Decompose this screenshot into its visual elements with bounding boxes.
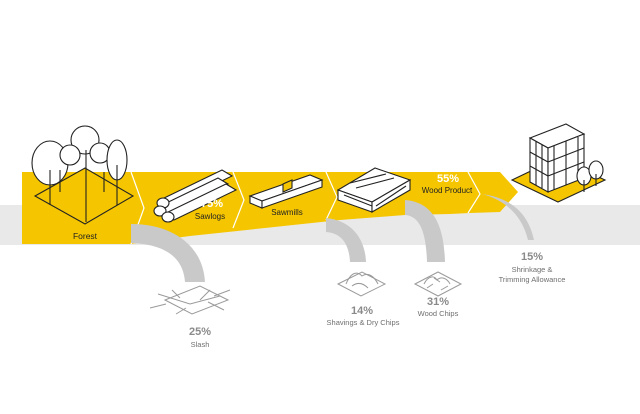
logs-icon (153, 169, 238, 223)
building-icon (510, 123, 607, 203)
shrinkage-label-line1: Shrinkage & (511, 265, 553, 274)
wood-product-percent: 55% (436, 173, 460, 185)
sawmills-label: Sawmills (271, 208, 303, 217)
forest-label: Forest (72, 231, 98, 241)
branches-icon (149, 285, 231, 315)
slash-label: Slash (190, 340, 210, 349)
forest-icon (31, 125, 135, 225)
wood-product-label: Wood Product (421, 186, 473, 195)
shavings-percent: 14% (350, 305, 374, 317)
slash-arc (131, 224, 205, 282)
shrinkage-arc (482, 194, 534, 240)
shavings-icon (336, 271, 387, 297)
waste-arcs (131, 194, 534, 282)
shrinkage-label-line2: Trimming Allowance (498, 275, 566, 284)
wood-chips-icon (413, 271, 463, 297)
saw-icon (248, 174, 324, 209)
shrinkage-percent: 15% (520, 251, 544, 263)
wood-chips-arc (405, 200, 445, 262)
wood-chips-percent: 31% (426, 296, 450, 308)
sawlogs-label: Sawlogs (194, 212, 226, 221)
slash-percent: 25% (188, 326, 212, 338)
lumber-stack-icon (336, 167, 412, 213)
sawlogs-percent: 75% (200, 198, 224, 210)
shavings-label: Shavings & Dry Chips (326, 318, 400, 327)
shavings-arc (326, 218, 366, 262)
wood-chips-label: Wood Chips (417, 309, 459, 318)
